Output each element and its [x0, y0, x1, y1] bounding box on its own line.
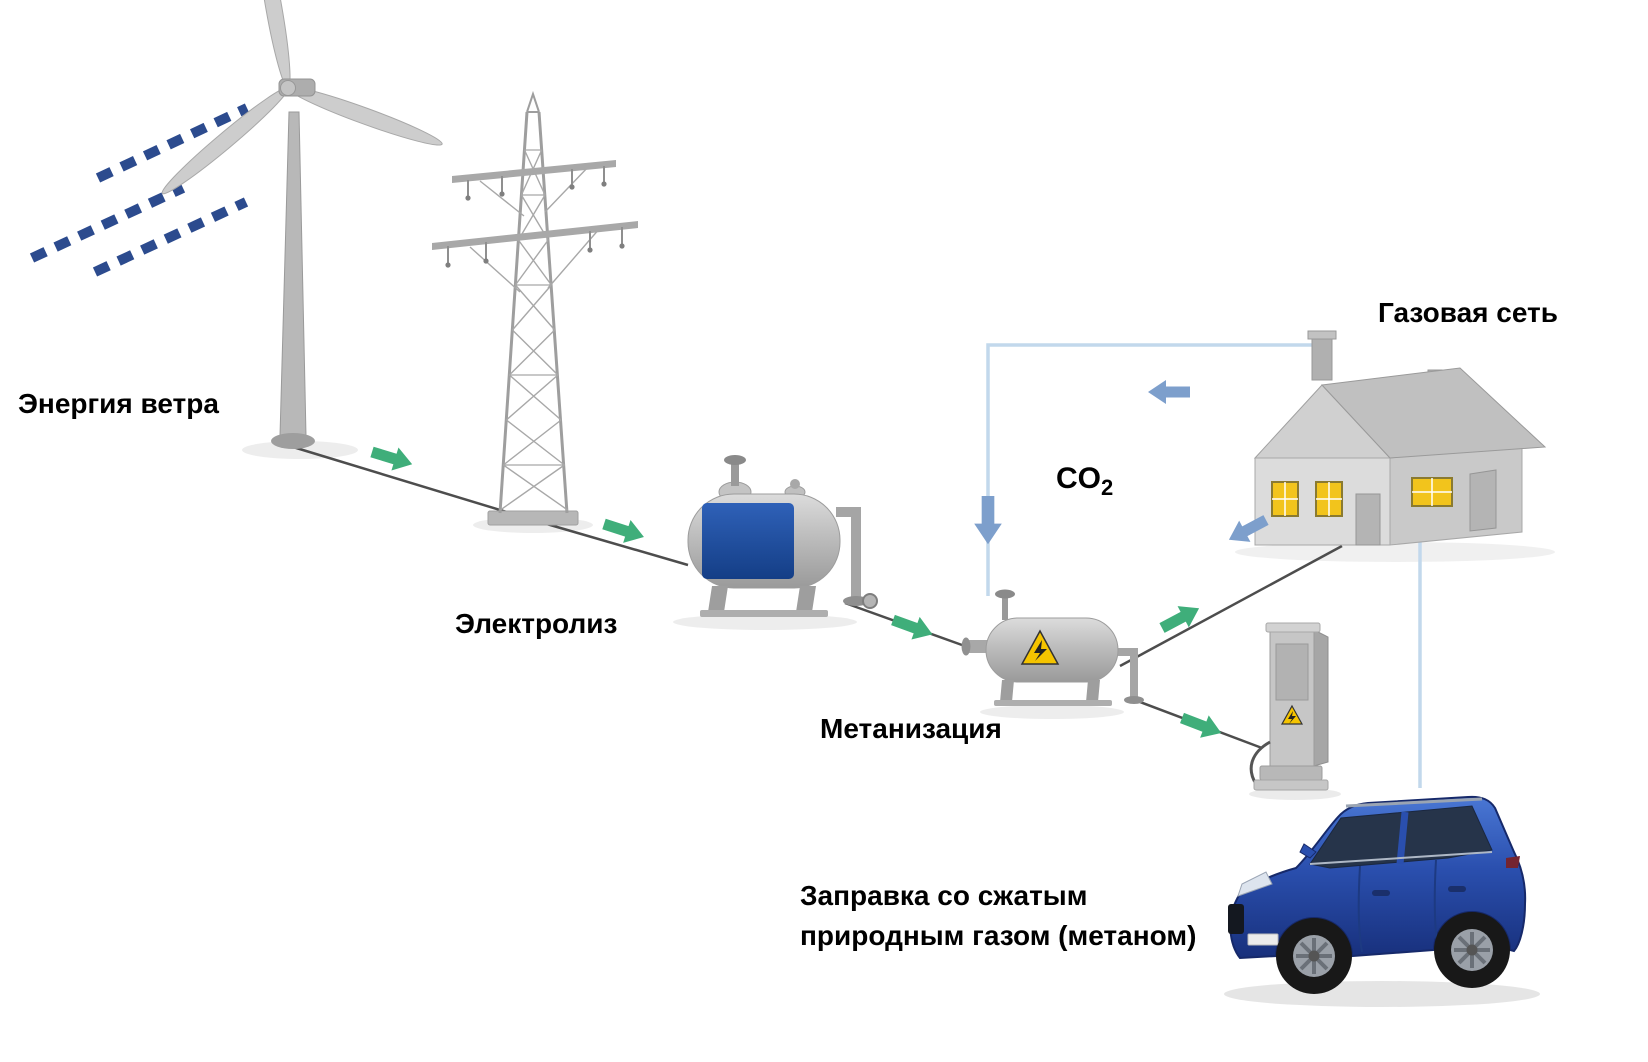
methanation-reactor [961, 589, 1144, 706]
methanation-vessel [985, 617, 1119, 683]
warning-triangle-icon [1280, 704, 1304, 725]
co2-label-main: CO [1056, 462, 1101, 495]
green-arrow [1177, 706, 1226, 745]
co2-label: CO2 [1056, 462, 1113, 500]
wind-energy-label: Энергия ветра [18, 388, 219, 419]
blue-arrow-down [974, 496, 1002, 545]
line-wind-to-electrolysis [292, 445, 689, 567]
headlight [1237, 871, 1273, 897]
transmission-tower [432, 90, 638, 526]
electrolysis-blue-panel [702, 503, 794, 579]
gas-network-label: Газовая сеть [1378, 297, 1558, 328]
co2-label-sub: 2 [1101, 475, 1113, 500]
wind-turbine [161, 0, 443, 449]
gas-network-house [1253, 330, 1547, 546]
methanation-label: Метанизация [820, 713, 1002, 744]
electrolysis-tank [687, 455, 878, 617]
cng-car [1228, 795, 1527, 994]
pylon-lower-crossarm [432, 221, 638, 250]
fuel-hose [1249, 740, 1271, 785]
line-methanation-to-house [1119, 544, 1343, 668]
turbine-blades [161, 0, 443, 195]
green-arrow [888, 608, 937, 646]
turbine-hub [280, 80, 296, 96]
green-arrow [600, 512, 648, 549]
blue-co2-arrows [974, 380, 1272, 551]
green-arrow [368, 440, 416, 476]
house-side-door [1469, 469, 1497, 532]
house-side-wall [1389, 441, 1523, 546]
roof-rail [1345, 797, 1483, 808]
blue-arrow-left [1148, 380, 1190, 404]
license-plate [1247, 933, 1279, 946]
cng-fueling-station [1249, 622, 1329, 791]
car-grille [1228, 904, 1244, 934]
pylon-upper-crossarm [452, 160, 616, 183]
pylon-insulators [447, 166, 623, 263]
fueling-label-line1: Заправка со сжатым [800, 880, 1087, 911]
house-roof [1320, 367, 1547, 459]
electrolysis-label: Электролиз [455, 608, 617, 639]
side-mirror [1299, 843, 1317, 859]
house-front-door [1355, 493, 1381, 546]
taillight [1506, 856, 1520, 868]
front-wheel [1276, 918, 1352, 994]
flow-lines [292, 445, 1343, 750]
car-b-pillar [1396, 811, 1409, 865]
rear-wheel [1434, 912, 1510, 988]
warning-triangle-icon [1020, 629, 1060, 665]
wind-gust-dashes [29, 103, 250, 277]
fueling-label-line2: природным газом (метаном) [800, 920, 1196, 951]
